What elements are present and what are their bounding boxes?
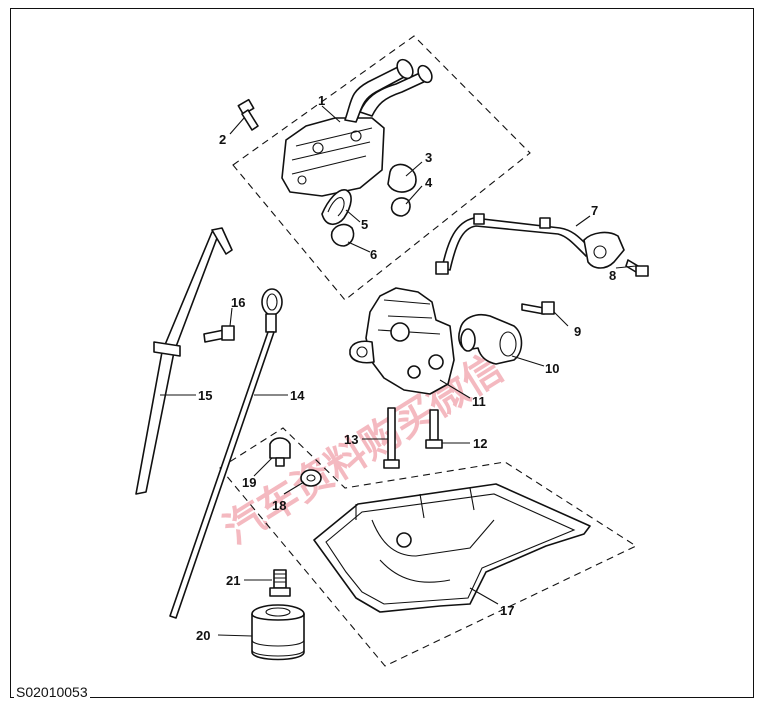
oil-filter-20-part [251,604,305,661]
bolt-9-part [521,301,555,315]
callout-13: 13 [344,432,358,447]
callout-2: 2 [219,132,226,147]
callout-11: 11 [472,394,486,409]
drain-plug-19-part [269,437,291,467]
bolt-16-part [203,325,235,343]
diagram-frame [10,8,754,698]
group-box-oil-pan [219,427,638,667]
washer-18-part [300,469,322,487]
seal-4-part [390,197,411,217]
bolt-2-part [237,98,259,131]
pump-housing-11-part [349,287,455,395]
group-box-oil-cooler [232,35,531,301]
dipstick-14-part [169,288,283,619]
callout-17: 17 [500,603,514,618]
callout-8: 8 [609,268,616,283]
callout-19: 19 [242,475,256,490]
callout-15: 15 [198,388,212,403]
bolt-12-part [425,409,443,449]
gasket-6-part [330,223,355,247]
bolt-13-part [383,407,400,469]
pipe-7-part [435,213,625,275]
callout-14: 14 [290,388,305,403]
callout-20: 20 [196,628,210,643]
callout-16: 16 [231,295,245,310]
outlet-elbow-10-part [458,314,523,365]
callout-18: 18 [272,498,286,513]
callout-1: 1 [318,93,325,108]
diagram-reference-code: S02010053 [14,684,90,700]
oil-cooler-part [281,58,433,197]
dipstick-tube-15-part [135,227,233,495]
bolt-8-part [625,259,649,277]
filter-adapter-21-part [269,569,291,597]
callout-7: 7 [591,203,598,218]
leader-lines [160,105,637,637]
callout-9: 9 [574,324,581,339]
callout-12: 12 [473,436,487,451]
callout-6: 6 [370,247,377,262]
callout-4: 4 [425,175,433,190]
callout-21: 21 [226,573,240,588]
callout-5: 5 [361,217,368,232]
callout-10: 10 [545,361,559,376]
seal-3-part [387,163,417,193]
oil-pan-17-part [313,483,591,613]
callout-3: 3 [425,150,432,165]
gasket-5-part [321,189,352,226]
